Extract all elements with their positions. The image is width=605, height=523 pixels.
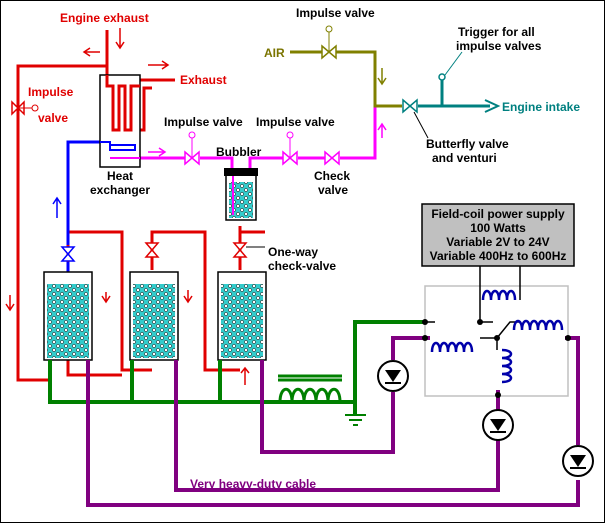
label-one-way-1: One-way: [268, 245, 318, 259]
psu-line-3: Variable 2V to 24V: [446, 235, 549, 249]
heat-exchanger-water-coil: [100, 141, 136, 151]
impulse-valve-left-icon: [11, 100, 39, 116]
intake-arrow: [484, 99, 501, 113]
junction-dots: [422, 319, 571, 398]
label-heat-2: exchanger: [90, 183, 150, 197]
label-butterfly-1: Butterfly valve: [426, 137, 509, 151]
air-line: [290, 50, 402, 108]
label-air: AIR: [264, 46, 285, 60]
psu-line-2: 100 Watts: [470, 221, 526, 235]
label-check-1: Check: [314, 169, 350, 183]
psu-line-4: Variable 400Hz to 600Hz: [430, 249, 567, 263]
label-impulse-top: Impulse valve: [296, 6, 375, 20]
label-engine-exhaust: Engine exhaust: [60, 11, 149, 25]
trigger-lead: [444, 51, 463, 76]
label-impulse-mid1: Impulse valve: [164, 115, 243, 129]
label-butterfly-2: and venturi: [432, 151, 497, 165]
check-valve-cell3-icon: [232, 242, 265, 258]
heat-exchanger-coil: [105, 75, 140, 132]
label-impulse-left-2: valve: [38, 111, 68, 125]
label-cable: Very heavy-duty cable: [190, 477, 316, 491]
power-supply-box: [421, 203, 575, 267]
label-impulse-mid2: Impulse valve: [256, 115, 335, 129]
impulse-valve-mid2-icon: [282, 131, 298, 166]
diode-1-icon: [377, 360, 409, 392]
field-coils-icon: [430, 289, 564, 384]
ground-icon: [345, 414, 366, 426]
check-valve-icon: [324, 150, 340, 166]
psu-line-1: Field-coil power supply: [431, 207, 565, 221]
label-bubbler: Bubbler: [216, 145, 262, 159]
label-trigger-1: Trigger for all: [458, 25, 535, 39]
transformer-windings: [425, 265, 521, 350]
green-cable: [48, 320, 425, 415]
impulse-valve-top-icon: [321, 25, 337, 60]
gas-flow-arrows: [148, 122, 387, 157]
label-exhaust: Exhaust: [180, 73, 227, 87]
label-one-way-2: check-valve: [268, 259, 336, 273]
purple-cables: [86, 336, 580, 507]
check-valve-cell2-icon: [144, 242, 160, 258]
trigger-point-icon: [438, 73, 446, 81]
air-flow-arrows: [377, 68, 387, 86]
intake-line: [418, 80, 490, 108]
label-heat-1: Heat: [107, 169, 133, 183]
water-flow-arrow: [52, 196, 62, 218]
choke-coil-icon: [278, 374, 342, 403]
label-impulse-left-1: Impulse: [28, 85, 74, 99]
diode-2-icon: [482, 409, 514, 441]
electrolysis-cells: [43, 271, 267, 361]
water-line: [66, 140, 100, 272]
water-valve-icon: [60, 246, 76, 262]
label-check-2: valve: [318, 183, 348, 197]
exhaust-flow-arrows: [5, 28, 250, 385]
butterfly-valve-icon: [402, 98, 418, 114]
label-trigger-2: impulse valves: [456, 39, 542, 53]
label-engine-intake: Engine intake: [502, 100, 580, 114]
bubbler-cap: [224, 168, 258, 176]
impulse-valve-mid1-icon: [184, 131, 200, 166]
diode-3-icon: [562, 445, 594, 477]
